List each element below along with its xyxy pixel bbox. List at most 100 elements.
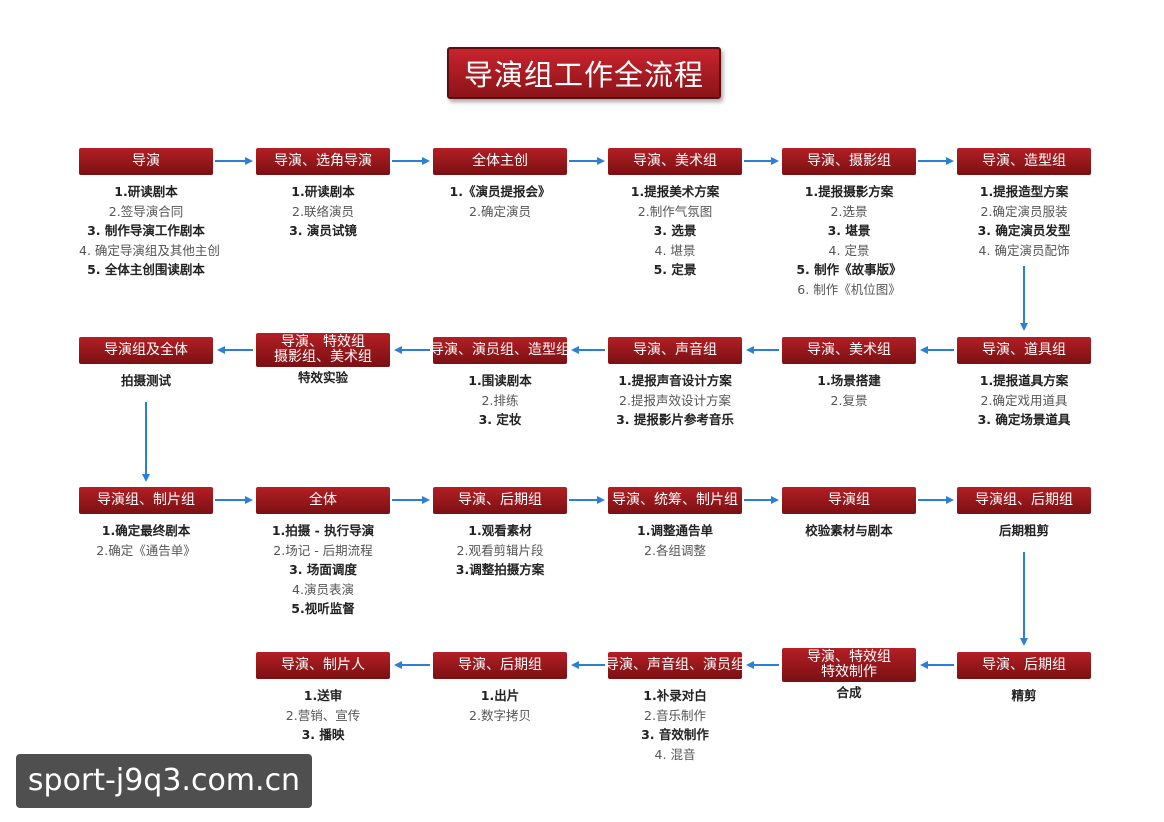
node-items: 特效实验 <box>256 368 390 388</box>
flow-node: 导演、特效组特效制作合成 <box>782 648 916 703</box>
node-item: 2.确定《通告单》 <box>96 542 196 558</box>
node-item: 2.制作气氛图 <box>637 203 713 219</box>
node-item: 1.观看素材 <box>468 523 532 538</box>
node-item: 2.选景 <box>830 203 868 219</box>
page-title: 导演组工作全流程 <box>447 47 721 99</box>
node-item: 1.研读剧本 <box>291 184 355 199</box>
node-label-line1: 导演、特效组 <box>281 334 365 350</box>
flow-node: 导演组及全体拍摄测试 <box>79 337 213 391</box>
node-item: 1.补录对白 <box>643 688 707 703</box>
node-items: 1.确定最终剧本 2.确定《通告单》 <box>79 521 213 560</box>
node-item: 1.送审 <box>303 688 343 703</box>
node-item: 4. 确定导演组及其他主创 <box>79 242 220 258</box>
node-item: 2.确定演员服装 <box>980 203 1068 219</box>
node-items: 合成 <box>782 683 916 703</box>
node-item: 1.确定最终剧本 <box>101 523 191 538</box>
node-item: 2.确定戏用道具 <box>980 392 1068 408</box>
node-label-line2: 摄影组、美术组 <box>274 349 372 365</box>
node-label-line2: 特效制作 <box>821 664 877 680</box>
node-items: 后期粗剪 <box>957 521 1091 541</box>
node-label: 导演、选角导演 <box>256 148 390 175</box>
node-item: 精剪 <box>1011 688 1037 703</box>
node-label: 导演、声音组、演员组 <box>608 652 742 679</box>
node-items: 1.《演员提报会》2.确定演员 <box>433 182 567 221</box>
node-item: 2.排练 <box>481 392 519 408</box>
node-item: 1.提报道具方案 <box>979 373 1069 388</box>
node-label: 导演、后期组 <box>433 487 567 514</box>
flow-node: 导演组、制片组 1.确定最终剧本 2.确定《通告单》 <box>79 487 213 560</box>
node-label: 导演组 <box>782 487 916 514</box>
node-item: 5. 定景 <box>653 262 697 277</box>
node-item: 2.观看剪辑片段 <box>456 542 544 558</box>
node-label: 导演、特效组特效制作 <box>782 648 916 682</box>
node-item: 2.联络演员 <box>292 203 354 219</box>
node-item: 4. 混音 <box>654 746 696 762</box>
node-label: 导演、道具组 <box>957 337 1091 364</box>
node-label: 导演、美术组 <box>782 337 916 364</box>
node-item: 5. 制作《故事版》 <box>796 262 902 277</box>
node-label: 导演、后期组 <box>433 652 567 679</box>
node-item: 4. 确定演员配饰 <box>978 242 1070 258</box>
node-item: 4. 定景 <box>828 242 870 258</box>
watermark: sport-j9q3.com.cn <box>16 754 312 808</box>
node-item: 5. 全体主创围读剧本 <box>87 262 205 277</box>
node-label: 导演、演员组、造型组 <box>433 337 567 364</box>
node-item: 1.围读剧本 <box>468 373 532 388</box>
node-items: 拍摄测试 <box>79 371 213 391</box>
node-label: 导演 <box>79 148 213 175</box>
flow-node: 全体主创 1.《演员提报会》2.确定演员 <box>433 148 567 221</box>
node-item: 2.复景 <box>830 392 868 408</box>
node-item: 3. 选景 <box>653 223 697 238</box>
node-item: 5.视听监督 <box>291 601 355 616</box>
node-label: 全体主创 <box>433 148 567 175</box>
node-label: 导演组、制片组 <box>79 487 213 514</box>
flow-node: 导演组校验素材与剧本 <box>782 487 916 541</box>
node-item: 2.各组调整 <box>644 542 706 558</box>
flow-node: 导演、特效组摄影组、美术组特效实验 <box>256 333 390 388</box>
node-label: 导演、统筹、制片组 <box>608 487 742 514</box>
node-item: 特效实验 <box>297 370 348 385</box>
node-item: 3. 播映 <box>301 727 345 742</box>
node-label: 导演组及全体 <box>79 337 213 364</box>
node-item: 2.提报声效设计方案 <box>619 392 731 408</box>
flow-node: 导演、后期组精剪 <box>957 652 1091 706</box>
node-label: 导演组、后期组 <box>957 487 1091 514</box>
node-label: 导演、后期组 <box>957 652 1091 679</box>
node-item: 3. 提报影片参考音乐 <box>616 412 734 427</box>
node-item: 2.数字拷贝 <box>469 707 531 723</box>
node-label: 导演、造型组 <box>957 148 1091 175</box>
node-item: 2.确定演员 <box>469 203 531 219</box>
node-items: 精剪 <box>957 686 1091 706</box>
node-label: 导演、摄影组 <box>782 148 916 175</box>
node-item: 3.调整拍摄方案 <box>455 562 545 577</box>
node-label-line1: 导演、特效组 <box>807 649 891 665</box>
node-label: 全体 <box>256 487 390 514</box>
node-item: 4.演员表演 <box>292 581 354 597</box>
node-item: 3. 音效制作 <box>641 727 709 742</box>
